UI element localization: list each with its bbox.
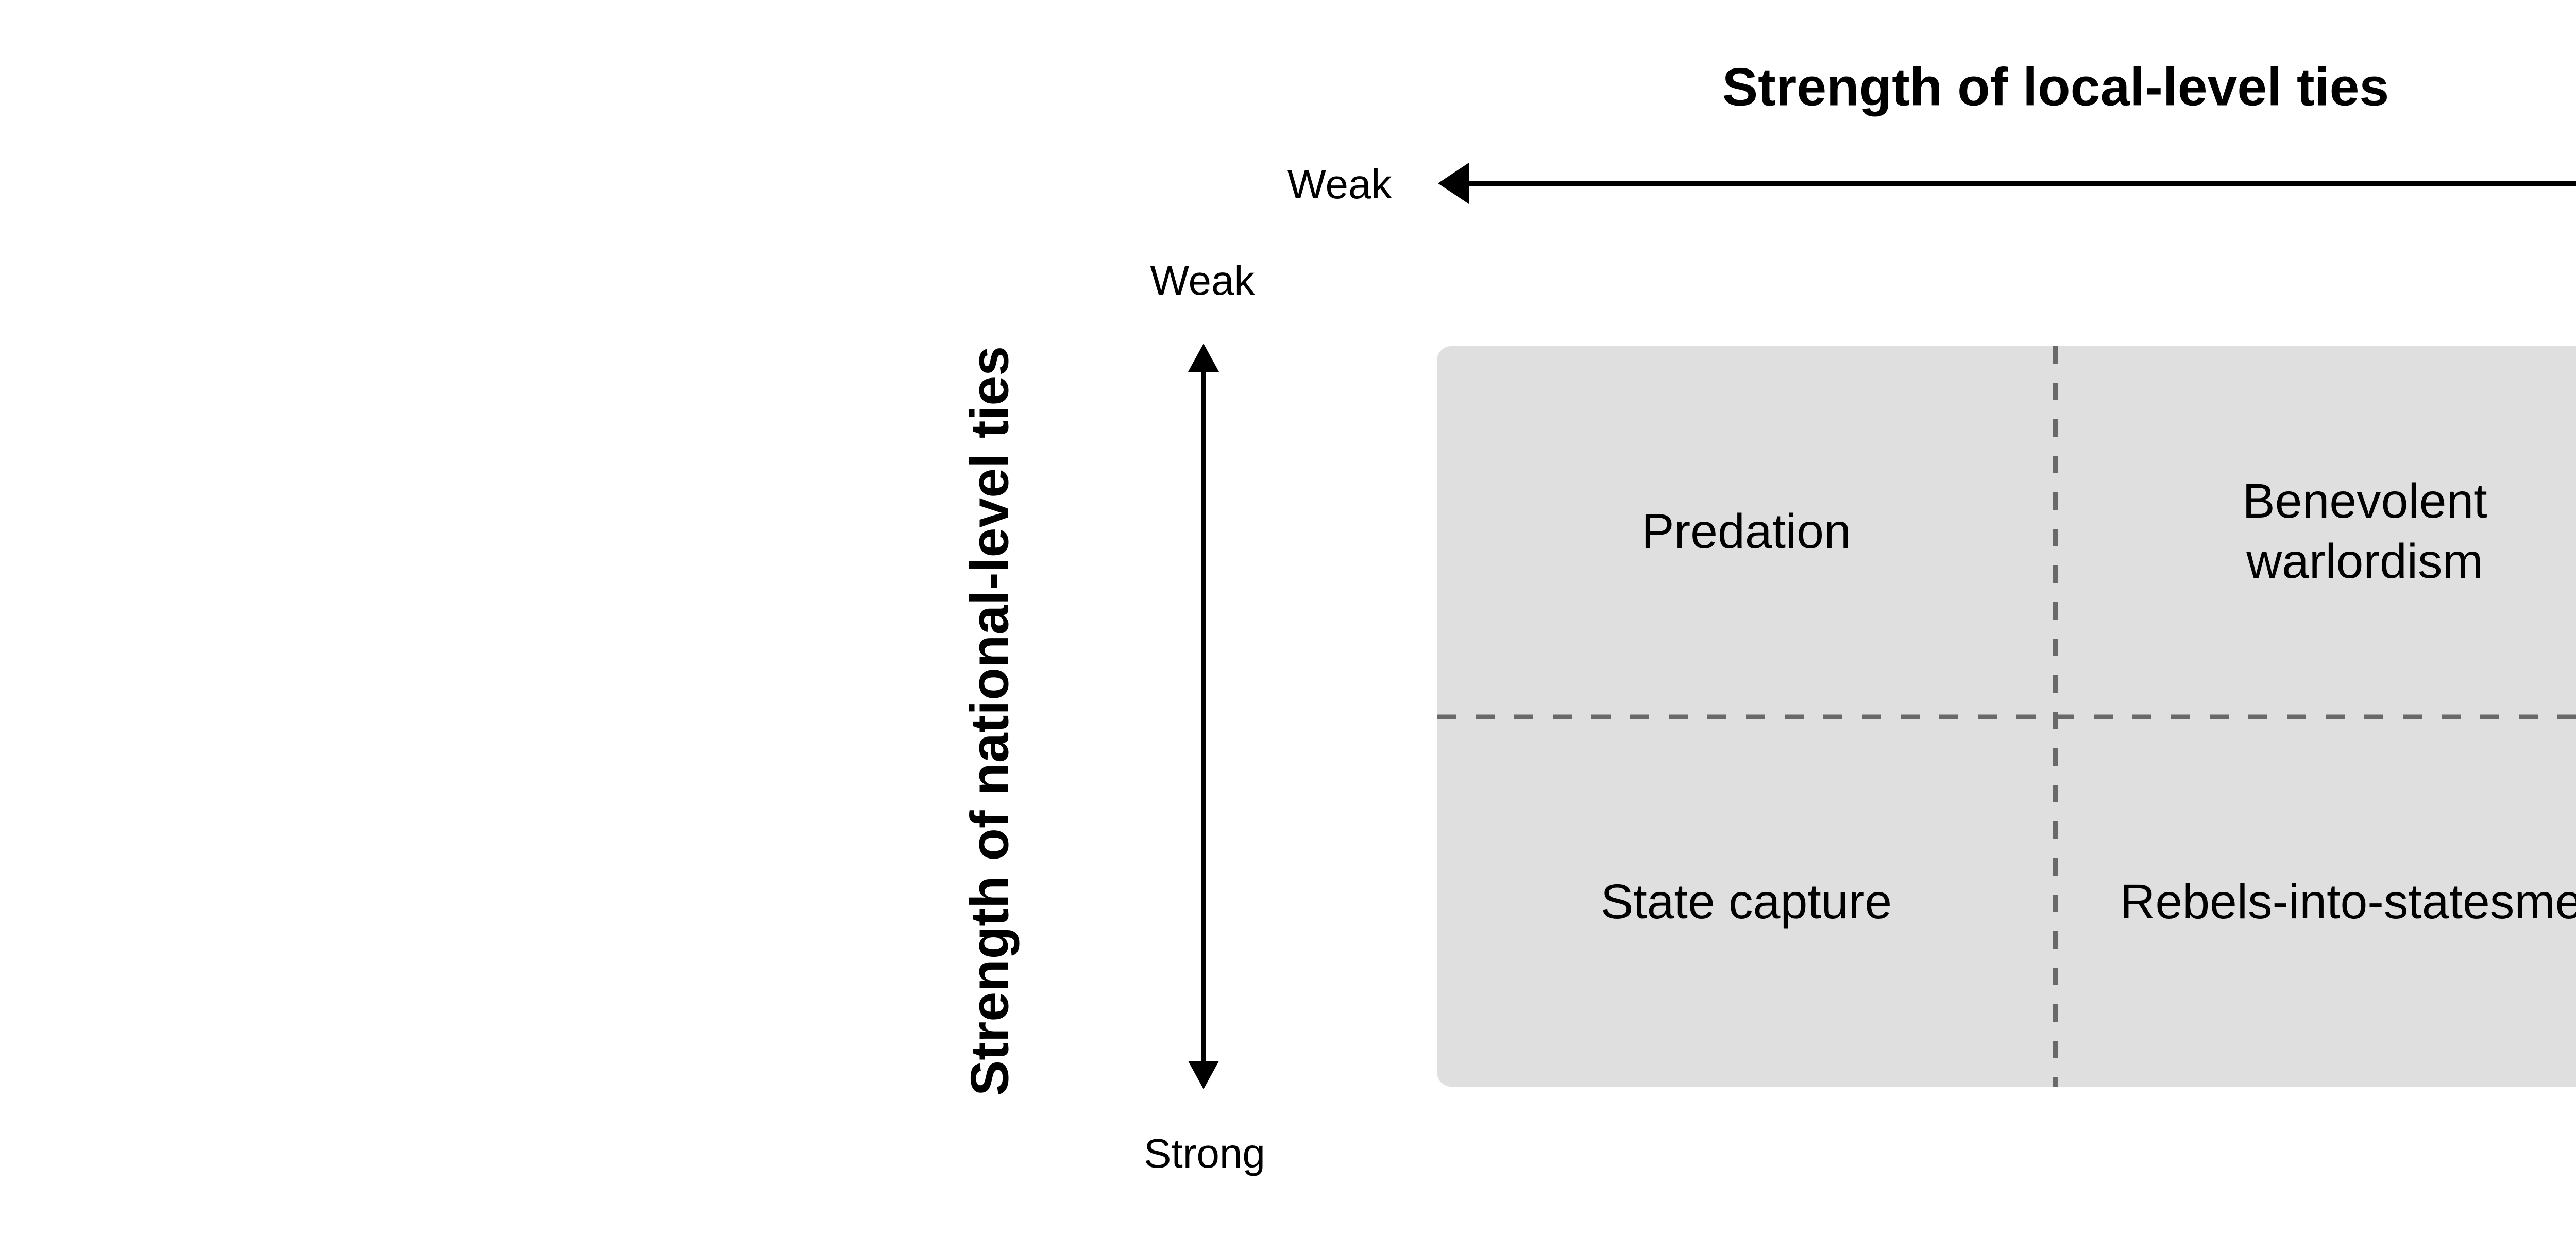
y-axis-weak-label: Weak [1150,258,1255,303]
quadrant-label-rebels-into-statesmen: Rebels-into-statesmen [2120,874,2576,929]
x-axis-weak-label: Weak [1287,161,1392,207]
quadrant-label-benevolent-warlordism: Benevolent warlordism [2242,474,2487,589]
quadrant-label-predation: Predation [1641,504,1851,559]
x-axis-title: Strength of local-level ties [1722,57,2389,117]
x-axis-arrow-icon [1438,163,2576,204]
y-axis-arrow-icon [1188,344,1219,1089]
y-axis-strong-label: Strong [1144,1130,1265,1176]
quadrant-top-right: Benevolent warlordism [2056,346,2576,717]
quadrant-label-state-capture: State capture [1600,874,1892,929]
quadrant-bottom-right: Rebels-into-statesmen [2056,717,2576,1087]
quadrant-top-left: Predation [1437,346,2056,717]
y-axis-title: Strength of national-level ties [960,346,1020,1096]
quadrant-bottom-left: State capture [1437,717,2056,1087]
